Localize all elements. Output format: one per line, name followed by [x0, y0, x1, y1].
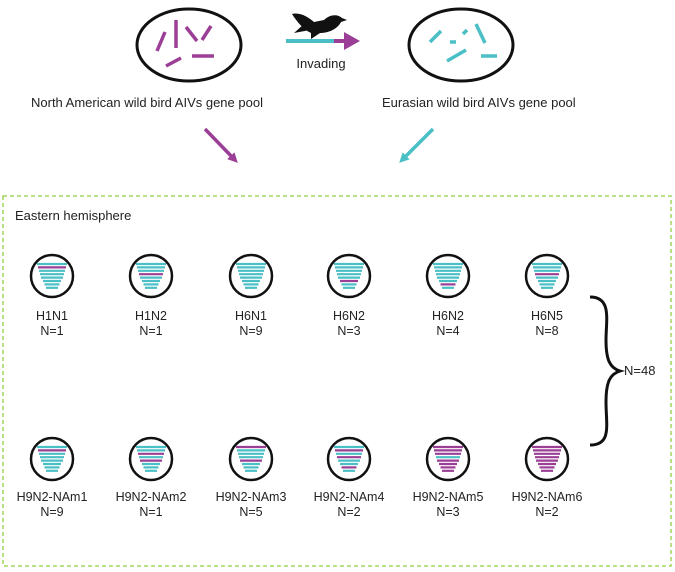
- virus-genome-icon: [524, 253, 570, 299]
- bird-icon: [292, 13, 347, 39]
- virus-subtype-name: H9N2-NAm5: [412, 490, 484, 504]
- virus-subtype-name: H9N2-NAm1: [16, 490, 88, 504]
- virus-count: N=8: [535, 324, 559, 338]
- total-count-label: N=48: [624, 363, 656, 378]
- virus-envelope: [128, 436, 174, 482]
- virus-genome-icon: [228, 253, 274, 299]
- virus-subtype-name: H6N2: [432, 309, 464, 323]
- north-american-gene-pool: [135, 7, 243, 83]
- virus-genome-icon: [326, 253, 372, 299]
- virus-envelope: [326, 436, 372, 482]
- eurasian-flow-arrow: [399, 127, 435, 163]
- virus-icons: [29, 253, 570, 482]
- virus-count: N=2: [337, 505, 361, 519]
- virus-count: N=5: [239, 505, 263, 519]
- virus-envelope: [228, 436, 274, 482]
- virus-subtype-name: H6N5: [531, 309, 563, 323]
- virus-subtype-name: H1N1: [36, 309, 68, 323]
- eurasian-gene-pool: [407, 7, 515, 83]
- virus-count: N=3: [436, 505, 460, 519]
- virus-envelope: [425, 253, 471, 299]
- virus-envelope: [29, 436, 75, 482]
- virus-count: N=1: [139, 324, 163, 338]
- virus-genome-icon: [128, 253, 174, 299]
- virus-count: N=9: [40, 505, 64, 519]
- virus-count: N=1: [40, 324, 64, 338]
- virus-envelope: [29, 253, 75, 299]
- virus-envelope: [326, 253, 372, 299]
- invading-arrow: [286, 32, 360, 50]
- virus-subtype-name: H1N2: [135, 309, 167, 323]
- virus-genome-icon: [29, 436, 75, 482]
- virus-genome-icon: [29, 253, 75, 299]
- eastern-hemisphere-title: Eastern hemisphere: [15, 208, 132, 223]
- eastern-hemisphere-box: [2, 195, 672, 567]
- virus-genome-icon: [128, 436, 174, 482]
- virus-count: N=4: [436, 324, 460, 338]
- virus-subtype-name: H9N2-NAm3: [215, 490, 287, 504]
- virus-count: N=2: [535, 505, 559, 519]
- virus-genome-icon: [228, 436, 274, 482]
- virus-envelope: [524, 253, 570, 299]
- virus-count: N=1: [139, 505, 163, 519]
- virus-subtype-name: H9N2-NAm6: [511, 490, 583, 504]
- eurasian-pool-label: Eurasian wild bird AIVs gene pool: [382, 95, 576, 110]
- virus-envelope: [524, 436, 570, 482]
- virus-genome-icon: [524, 436, 570, 482]
- virus-genome-icon: [425, 253, 471, 299]
- virus-subtype-name: H6N2: [333, 309, 365, 323]
- north-american-pool-label: North American wild bird AIVs gene pool: [31, 95, 263, 110]
- grouping-brace: [589, 295, 626, 447]
- virus-subtype-name: H6N1: [235, 309, 267, 323]
- invading-label: Invading: [296, 56, 346, 71]
- virus-genome-icon: [425, 436, 471, 482]
- virus-count: N=3: [337, 324, 361, 338]
- virus-envelope: [425, 436, 471, 482]
- north-american-flow-arrow: [203, 127, 238, 163]
- virus-subtype-name: H9N2-NAm2: [115, 490, 187, 504]
- virus-genome-icon: [326, 436, 372, 482]
- virus-subtype-name: H9N2-NAm4: [313, 490, 385, 504]
- virus-count: N=9: [239, 324, 263, 338]
- virus-envelope: [128, 253, 174, 299]
- virus-envelope: [228, 253, 274, 299]
